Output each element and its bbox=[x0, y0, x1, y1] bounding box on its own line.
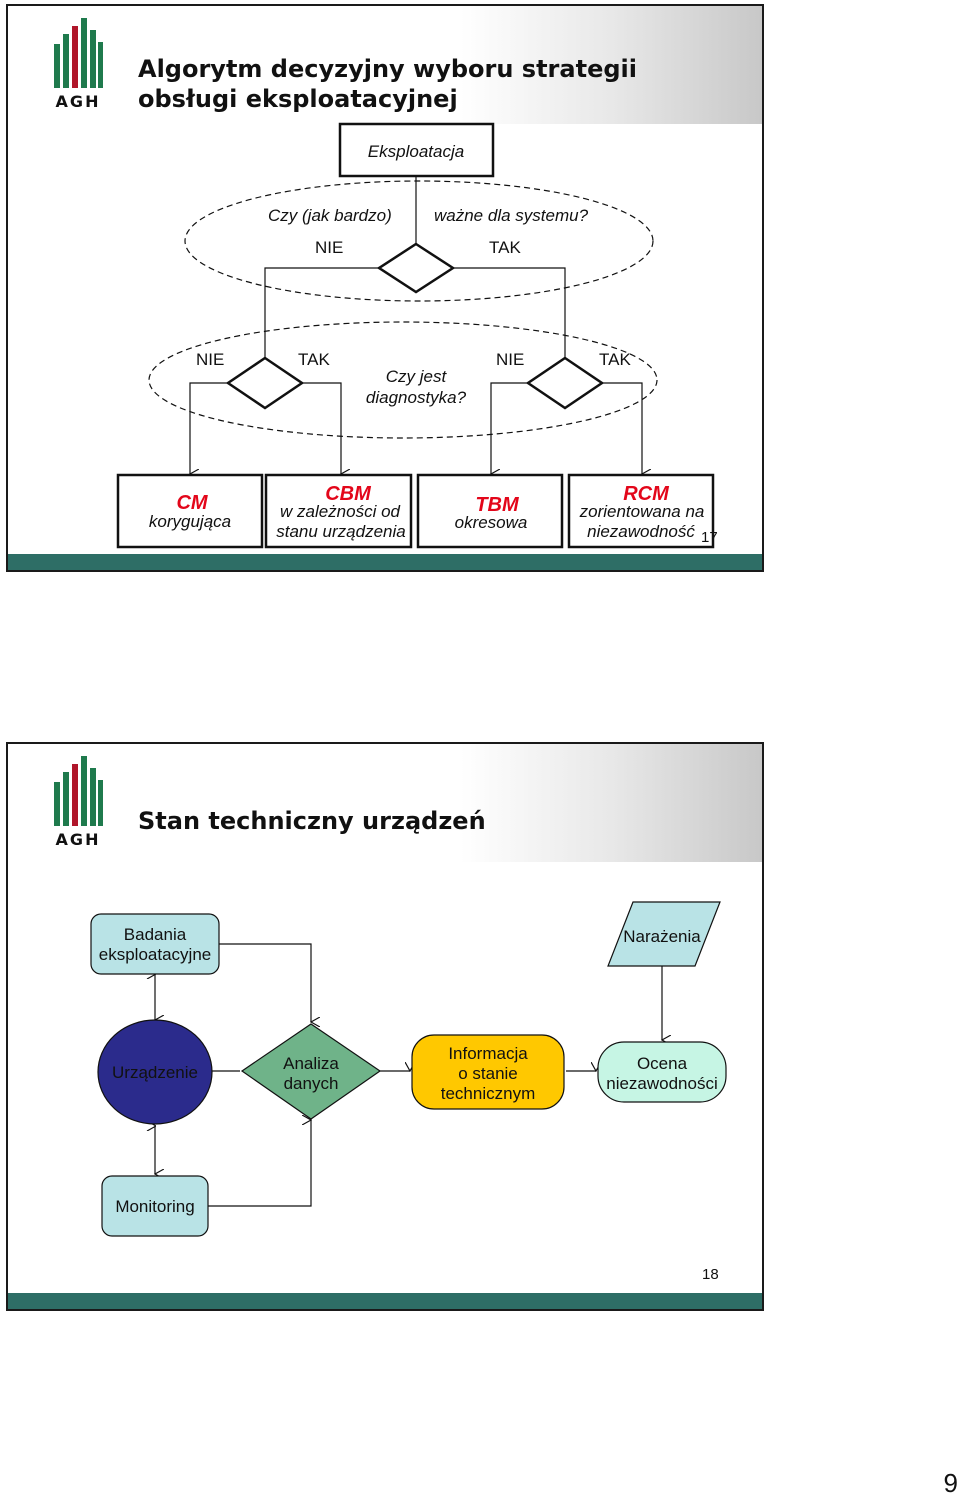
slide-footer-bar bbox=[8, 1293, 762, 1309]
decision-flowchart: Eksploatacja Czy (jak bardzo) ważne dla … bbox=[116, 122, 718, 549]
slide-page-number: 18 bbox=[702, 1266, 719, 1283]
left-no-label: NIE bbox=[196, 350, 224, 369]
badania-line1: Badania bbox=[124, 925, 187, 944]
question2-line2: diagnostyka? bbox=[366, 388, 467, 407]
technical-state-flowchart: Badania eksploatacyjne Narażenia Urządze… bbox=[90, 901, 727, 1283]
question2-line1: Czy jest bbox=[386, 367, 448, 386]
right-yes-label: TAK bbox=[599, 350, 631, 369]
connector bbox=[264, 267, 379, 358]
analiza-line2: danych bbox=[284, 1074, 339, 1093]
strategy-code-cm: CM bbox=[176, 492, 208, 514]
slide-technical-state: AGH Stan techniczny urządzeń Badania eks… bbox=[6, 742, 764, 1311]
q1-no-label: NIE bbox=[315, 238, 343, 257]
agh-logo-icon bbox=[54, 756, 103, 826]
badania-line2: eksploatacyjne bbox=[99, 945, 211, 964]
narazenia-label: Narażenia bbox=[623, 927, 701, 946]
ocena-line2: niezawodności bbox=[606, 1074, 718, 1093]
urzadzenie-label: Urządzenie bbox=[112, 1063, 198, 1082]
eksploatacja-label: Eksploatacja bbox=[368, 142, 464, 161]
strategy-desc-rcm-2: niezawodność bbox=[587, 522, 695, 541]
informacja-line2: o stanie bbox=[458, 1064, 518, 1083]
strategy-desc-cm: korygująca bbox=[149, 512, 231, 531]
urzadzenie-circle bbox=[97, 1019, 213, 1125]
strategy-desc-cbm-2: stanu urządzenia bbox=[276, 522, 405, 541]
strategy-box-tbm bbox=[416, 473, 564, 549]
agh-logo: AGH bbox=[52, 16, 104, 114]
eksploatacja-box bbox=[338, 122, 495, 178]
informacja-box bbox=[411, 1034, 565, 1110]
importance-decision-diamond bbox=[376, 242, 456, 294]
strategy-box-rcm bbox=[567, 473, 715, 549]
diagnostics-group-ellipse bbox=[148, 321, 658, 439]
informacja-line3: technicznym bbox=[441, 1084, 535, 1103]
monitoring-label: Monitoring bbox=[115, 1197, 194, 1216]
importance-group-ellipse bbox=[184, 180, 654, 302]
monitoring-box bbox=[101, 1175, 209, 1237]
right-no-label: NIE bbox=[496, 350, 524, 369]
arrow-badania-analiza bbox=[216, 943, 311, 1022]
narazenia-parallelogram bbox=[607, 901, 721, 967]
arrow-to-rcm bbox=[602, 382, 642, 474]
page-title: Algorytm decyzyjny wyboru strategii obsł… bbox=[138, 54, 637, 114]
left-yes-label: TAK bbox=[298, 350, 330, 369]
arrow-monitoring-analiza bbox=[208, 1120, 311, 1207]
page-title: Stan techniczny urządzeń bbox=[138, 807, 486, 835]
ocena-line1: Ocena bbox=[637, 1054, 688, 1073]
slide-header bbox=[8, 744, 762, 862]
diagnostics-decision-diamond-left bbox=[225, 356, 305, 410]
strategy-desc-tbm: okresowa bbox=[455, 513, 528, 532]
strategy-code-tbm: TBM bbox=[475, 494, 520, 516]
analiza-line1: Analiza bbox=[283, 1054, 339, 1073]
agh-logo-icon bbox=[54, 18, 103, 88]
slide-page-number: 17 bbox=[701, 529, 718, 546]
diagnostics-decision-diamond-right bbox=[525, 356, 605, 410]
question1-text-b: ważne dla systemu? bbox=[434, 206, 589, 225]
slide-decision-algorithm: AGH Algorytm decyzyjny wyboru strategii … bbox=[6, 4, 764, 572]
sheet-number: 9 bbox=[943, 1468, 958, 1494]
slide-footer-bar bbox=[8, 554, 762, 570]
informacja-line1: Informacja bbox=[448, 1044, 528, 1063]
slide-header bbox=[8, 6, 762, 124]
title-line-2: obsługi eksploatacyjnej bbox=[138, 85, 458, 113]
strategy-desc-rcm-1: zorientowana na bbox=[579, 502, 705, 521]
arrow-to-cm bbox=[190, 382, 228, 474]
strategy-box-cbm bbox=[264, 473, 413, 549]
agh-logo-text: AGH bbox=[55, 92, 101, 111]
strategy-desc-cbm-1: w zależności od bbox=[280, 502, 401, 521]
ocena-box bbox=[597, 1041, 727, 1103]
strategy-code-rcm: RCM bbox=[623, 483, 670, 505]
question1-text-a: Czy (jak bardzo) bbox=[268, 206, 392, 225]
badania-box bbox=[90, 913, 220, 975]
agh-logo-text: AGH bbox=[55, 830, 101, 849]
strategy-code-cbm: CBM bbox=[325, 483, 372, 505]
arrow-to-tbm bbox=[491, 382, 528, 474]
strategy-box-cm bbox=[116, 473, 264, 549]
q1-yes-label: TAK bbox=[489, 238, 521, 257]
analiza-diamond bbox=[240, 1023, 382, 1120]
agh-logo: AGH bbox=[52, 754, 104, 852]
title-line-1: Algorytm decyzyjny wyboru strategii bbox=[138, 55, 637, 83]
connector bbox=[453, 267, 566, 358]
arrow-to-cbm bbox=[302, 382, 341, 474]
